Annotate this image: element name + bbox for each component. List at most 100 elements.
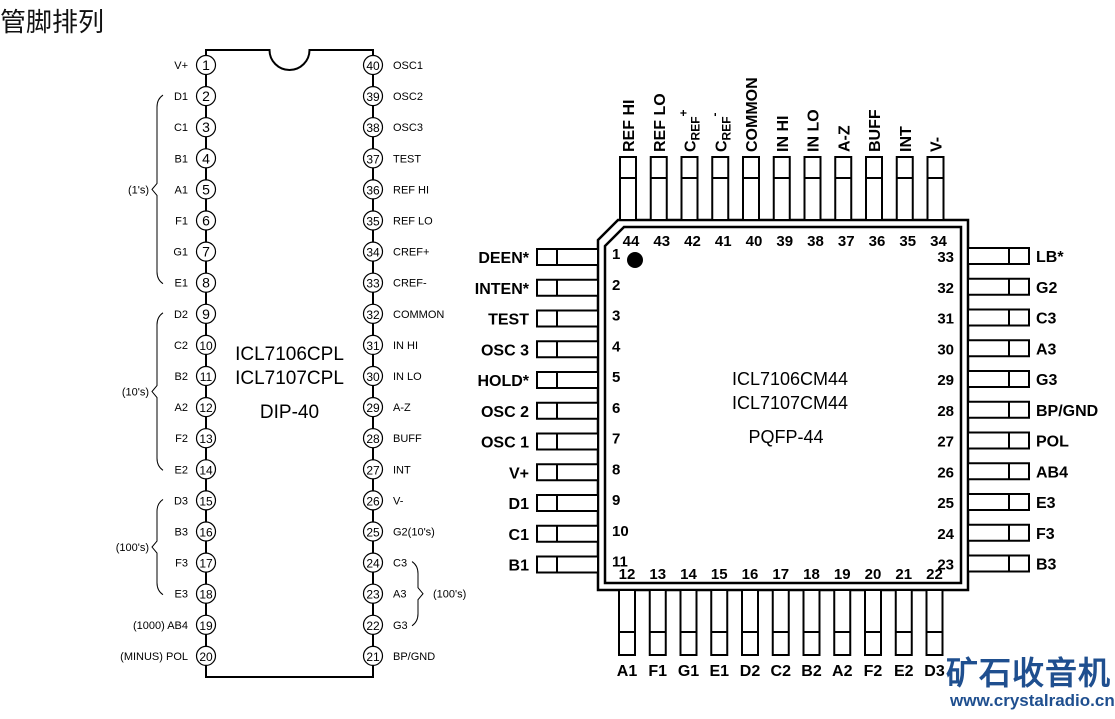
pin-label: HOLD*	[477, 373, 529, 390]
pin-lead	[967, 370, 1030, 388]
pin-label: B1	[175, 153, 188, 165]
pin-label: BP/GND	[393, 651, 435, 663]
pin-lead	[803, 156, 822, 221]
pin-circle	[195, 614, 217, 635]
pin-lead	[967, 431, 1030, 450]
pin-lead	[772, 156, 791, 221]
pin-number: 9	[202, 306, 210, 322]
pin-label: B3	[175, 527, 188, 539]
pin-label: OSC 3	[481, 342, 529, 359]
pin-number: 2	[612, 277, 620, 294]
pin-circle	[362, 428, 384, 449]
pin-label: (MINUS) POL	[120, 651, 188, 663]
pin-circle	[195, 428, 217, 449]
dip-pin-6: 6F1	[175, 210, 217, 231]
pin-lead	[619, 156, 637, 221]
pin-circle	[362, 303, 384, 324]
pin-number: 7	[612, 431, 620, 448]
pin-number: 22	[926, 566, 943, 583]
dip-pin-20: 20(MINUS) POL	[120, 645, 217, 667]
pin-label: BUFF	[867, 109, 884, 152]
pin-number: 40	[366, 59, 380, 73]
pin-label: V+	[174, 60, 188, 72]
pin-label: REF HI	[393, 184, 429, 196]
pin-label: BP/GND	[1036, 403, 1098, 420]
dip-pin-1: 1 V+	[174, 54, 217, 76]
pin-circle	[195, 334, 217, 355]
pin-label: G2(10's)	[393, 527, 435, 539]
pin-label: REF LO	[652, 93, 669, 152]
dip-pin-28: 28 BUFF	[362, 428, 422, 449]
pin-number: 11	[612, 554, 628, 571]
group-brace	[151, 498, 164, 596]
pin-number: 19	[199, 619, 213, 633]
pin-circle	[195, 645, 217, 667]
pin-number: 22	[366, 619, 380, 633]
pin-number: 27	[366, 463, 380, 477]
pin-number: 36	[366, 183, 380, 197]
pin-number: 24	[366, 557, 380, 571]
pin-lead	[967, 277, 1030, 296]
dip-package: DIP-40	[260, 402, 319, 423]
pin-circle	[362, 397, 384, 418]
pin-number: 3	[202, 119, 210, 135]
pin-number: 35	[366, 215, 380, 229]
pin-label: IN HI	[393, 340, 418, 352]
qfp-pin-2: INTEN*2	[475, 277, 621, 298]
pin-number: 9	[612, 492, 620, 509]
pin-label: OSC3	[393, 122, 423, 134]
pin-label: BUFF	[393, 433, 422, 445]
pin-label-sup: -	[707, 112, 721, 116]
pin-circle	[195, 179, 217, 200]
pin-circle	[195, 490, 217, 511]
pin-label: E2	[894, 663, 914, 680]
pin-label: D3	[924, 663, 945, 680]
pin-lead	[967, 462, 1030, 481]
pin-number: 35	[899, 233, 916, 250]
pin-label: B1	[509, 558, 530, 575]
qfp-pin-4: OSC 3 4	[481, 338, 621, 359]
qfp-pin-8: V+8	[509, 461, 620, 482]
qfp-part-1: ICL7106CM44	[732, 369, 848, 389]
pin-number: 1	[202, 57, 210, 73]
pin-number: 34	[366, 246, 380, 260]
group-label: (100's)	[116, 542, 149, 554]
pin-lead	[967, 339, 1030, 358]
pin-number: 4	[202, 150, 210, 166]
pin-label: LB*	[1036, 249, 1064, 266]
dip-pin-19: 19(1000) AB4	[133, 614, 217, 635]
pin-label: B2	[175, 371, 188, 383]
pin-lead	[679, 589, 698, 656]
pin-label: D3	[174, 495, 188, 507]
qfp-body-inner	[603, 225, 963, 585]
pin-number: 36	[869, 233, 886, 250]
pin-number: 8	[612, 461, 620, 478]
pin-number: 14	[680, 566, 697, 583]
pin-label: OSC 2	[481, 404, 529, 421]
pin-number: 4	[612, 338, 621, 355]
pin-number: 28	[366, 432, 380, 446]
pin-lead	[536, 555, 599, 574]
pin-number: 10	[199, 339, 213, 353]
pin-number: 33	[937, 249, 954, 266]
pin-label: DEEN*	[478, 250, 529, 267]
pin-number: 34	[930, 233, 947, 250]
pin-label: COMMON	[393, 309, 444, 321]
